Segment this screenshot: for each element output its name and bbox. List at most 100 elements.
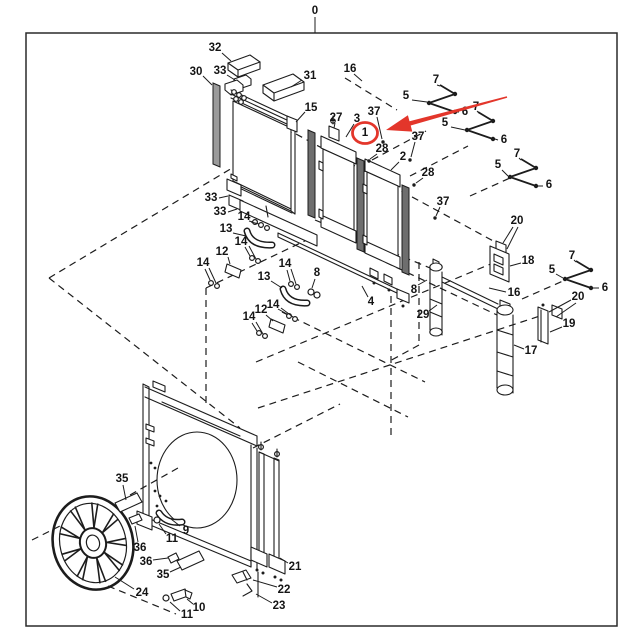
part-label-7-26: 7 <box>569 250 575 262</box>
fan-opening <box>156 431 238 529</box>
riser-pipe-17 <box>496 384 514 396</box>
leader-line-5 <box>450 126 466 131</box>
part-label-20-31: 20 <box>572 291 585 303</box>
part-label-1-10: 1 <box>362 127 369 139</box>
fan-blade <box>69 509 86 531</box>
fitting-12a <box>224 263 242 279</box>
fan-blade <box>63 548 82 562</box>
leader-line-11 <box>169 601 181 612</box>
bracket-22 <box>231 569 252 584</box>
tube-16 <box>441 276 499 310</box>
leader-line-14 <box>255 321 264 335</box>
leader-line-4 <box>361 285 369 298</box>
part-label-19-32: 19 <box>563 318 576 330</box>
leader-line-5 <box>501 169 509 177</box>
riser-pipe-29 <box>429 327 443 337</box>
leader-line-14 <box>244 246 251 257</box>
part-label-37-15: 37 <box>437 196 450 208</box>
part-label-14-44: 14 <box>197 257 210 269</box>
part-label-9-53: 9 <box>183 525 189 537</box>
leader-line-20 <box>506 226 519 250</box>
fan-blade <box>74 506 86 531</box>
leader-line-36 <box>152 557 169 561</box>
leader-line-6 <box>494 138 499 141</box>
leader-line-28 <box>369 153 378 160</box>
part-label-36-54: 36 <box>140 556 153 568</box>
bracket-36a <box>128 513 143 525</box>
part-label-7-17: 7 <box>433 74 439 86</box>
leader-line-13 <box>232 232 247 237</box>
part-label-11-52: 11 <box>166 533 179 545</box>
leader-line-31 <box>290 79 303 88</box>
leader-line-20 <box>548 299 572 313</box>
leader-line-24 <box>114 576 135 590</box>
part-label-5-22: 5 <box>495 159 502 171</box>
fan-blade <box>106 541 128 547</box>
part-label-23-61: 23 <box>273 600 286 612</box>
part-label-10-57: 10 <box>193 602 206 614</box>
leader-lines <box>114 17 599 612</box>
leader-line-23 <box>255 593 273 604</box>
part-label-28-14: 28 <box>422 167 435 179</box>
part-label-7-23: 7 <box>514 148 520 160</box>
pad-35a <box>114 492 143 513</box>
leader-line-13 <box>270 280 283 289</box>
part-label-27-7: 27 <box>330 112 343 124</box>
leader-line-14 <box>277 308 288 315</box>
leader-line-27 <box>333 122 336 129</box>
leader-line-14 <box>204 268 211 281</box>
tube-4 <box>277 232 400 295</box>
part-label-24-56: 24 <box>136 587 149 599</box>
part-label-14-40: 14 <box>238 211 251 223</box>
part-label-8-35: 8 <box>411 284 418 296</box>
part-label-33-2: 33 <box>214 65 227 77</box>
part-label-35-55: 35 <box>157 569 170 581</box>
leader-line-15 <box>295 111 306 123</box>
leader-line-7 <box>518 157 522 161</box>
screw-markers <box>367 140 437 220</box>
fan-blades <box>59 502 128 584</box>
leader-line-7 <box>436 84 441 87</box>
leader-line-12 <box>265 314 274 322</box>
fan-blade <box>90 502 95 528</box>
part-label-12-43: 12 <box>216 246 229 258</box>
leader-line-37 <box>435 206 441 217</box>
fan-blade <box>76 556 89 578</box>
part-label-5-16: 5 <box>403 90 410 102</box>
part-label-8-36: 8 <box>314 267 321 279</box>
fan-shroud-frame <box>136 380 258 571</box>
leader-line-37 <box>410 141 416 158</box>
part-label-2-12: 2 <box>400 151 406 163</box>
part-label-14-45: 14 <box>279 258 292 270</box>
part-label-6-24: 6 <box>546 179 552 191</box>
leader-line-37 <box>376 116 383 140</box>
part-label-12-48: 12 <box>255 304 268 316</box>
part-label-22-60: 22 <box>278 584 291 596</box>
leader-line-8 <box>417 279 428 286</box>
part-label-16-30: 16 <box>508 287 521 299</box>
leader-line-22 <box>252 579 278 588</box>
leader-line-18 <box>509 262 522 267</box>
figure-border <box>25 32 618 627</box>
fan-blade <box>96 557 107 583</box>
leader-line-14 <box>280 307 294 318</box>
fan-blade <box>59 532 80 540</box>
highlight-group <box>351 96 508 145</box>
leader-line-35 <box>122 484 127 501</box>
part-label-7-20: 7 <box>473 101 479 113</box>
leader-line-14 <box>290 268 297 285</box>
fan-blade <box>81 556 89 581</box>
highlight-arrow <box>386 96 508 132</box>
leader-line-5 <box>411 99 428 103</box>
leader-line-11 <box>158 523 167 535</box>
part-label-13-46: 13 <box>258 271 271 283</box>
part-label-18-28: 18 <box>522 255 535 267</box>
part-label-15-6: 15 <box>305 102 318 114</box>
leader-line-8 <box>311 278 316 289</box>
leader-line-33 <box>218 195 229 199</box>
part-label-31-4: 31 <box>304 70 317 82</box>
leader-line-19 <box>549 326 563 333</box>
fan-blade <box>106 537 127 544</box>
fan-blade <box>60 526 81 539</box>
